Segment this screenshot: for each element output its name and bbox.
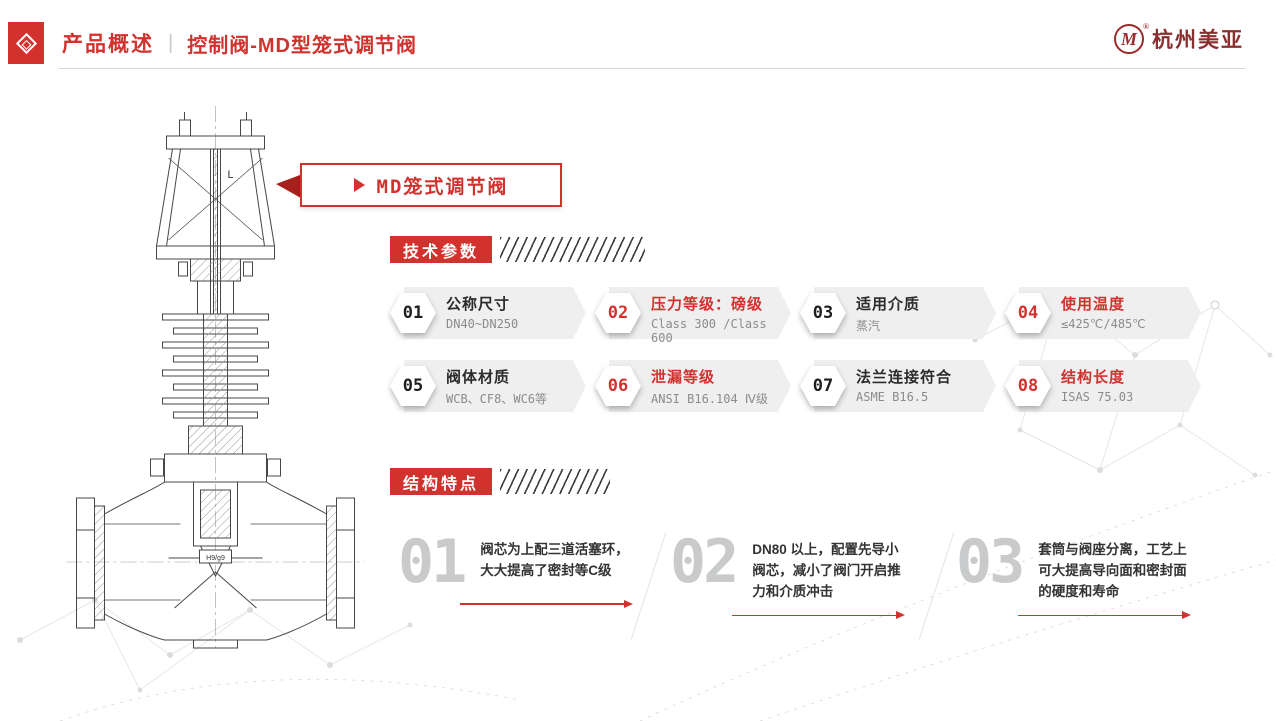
- tech-param-item: 07 法兰连接符合 ASME B16.5: [800, 358, 996, 414]
- registered-mark: ®: [1143, 22, 1149, 31]
- banner-label: MD笼式调节阀: [376, 175, 509, 198]
- feature-item: 03 套筒与阀座分离，工艺上可大提高导向面和密封面的硬度和寿命: [956, 527, 1208, 644]
- tech-params-heading-row: 技术参数: [390, 236, 646, 263]
- hatch-stripes-decor: [500, 237, 646, 262]
- tech-param-item: 01 公称尺寸 DN40~DN250: [390, 285, 586, 341]
- dimension-label: L: [228, 169, 234, 181]
- tech-param-item: 04 使用温度 ≤425℃/485℃: [1005, 285, 1201, 341]
- brand-name: 杭州美亚: [1152, 29, 1244, 52]
- title-separator: |: [168, 31, 174, 54]
- tech-param-item: 08 结构长度 ISAS 75.03: [1005, 358, 1201, 414]
- section-title: 产品概述: [62, 33, 154, 56]
- param-value: ANSI B16.104 Ⅳ级: [651, 392, 768, 406]
- param-number-badge: 02: [595, 293, 641, 333]
- feature-number: 02: [670, 527, 739, 597]
- feature-text: 套筒与阀座分离，工艺上可大提高导向面和密封面的硬度和寿命: [1038, 542, 1187, 599]
- param-number: 01: [390, 293, 436, 333]
- tech-params-heading: 技术参数: [390, 236, 493, 263]
- features-heading-row: 结构特点: [390, 468, 611, 495]
- param-number-badge: 05: [390, 366, 436, 406]
- param-value: ASME B16.5: [856, 390, 929, 404]
- page-title: 控制阀-MD型笼式调节阀: [187, 34, 417, 57]
- param-title: 结构长度: [1061, 369, 1126, 386]
- param-value: 蒸汽: [856, 319, 881, 333]
- param-texts: 公称尺寸 DN40~DN250: [390, 285, 586, 331]
- tech-param-item: 03 适用介质 蒸汽: [800, 285, 996, 341]
- features-heading: 结构特点: [390, 468, 493, 495]
- header-divider: [58, 68, 1246, 69]
- param-number: 02: [595, 293, 641, 333]
- box-icon: [15, 32, 37, 54]
- param-number: 04: [1005, 293, 1051, 333]
- hatch-stripes-decor: [500, 469, 611, 494]
- brand-logo: M ® 杭州美亚: [1114, 22, 1244, 54]
- param-title: 泄漏等级: [651, 369, 716, 386]
- valve-cross-section-drawing: H9/g9 L: [58, 100, 373, 650]
- feature-arrow: [1018, 612, 1191, 619]
- feature-arrow: [732, 612, 905, 619]
- param-title: 使用温度: [1061, 296, 1126, 313]
- param-number: 08: [1005, 366, 1051, 406]
- fit-tolerance-label: H9/g9: [206, 555, 225, 562]
- feature-text: DN80 以上，配置先导小阀芯，减小了阀门开启推力和介质冲击: [752, 542, 901, 599]
- tech-param-item: 06 泄漏等级 ANSI B16.104 Ⅳ级: [595, 358, 791, 414]
- feature-item: 02 DN80 以上，配置先导小阀芯，减小了阀门开启推力和介质冲击: [670, 527, 922, 644]
- feature-text: 阀芯为上配三道活塞环，大大提高了密封等C级: [480, 542, 629, 578]
- feature-arrow: [460, 600, 633, 607]
- play-icon: [353, 178, 365, 192]
- param-number: 07: [800, 366, 846, 406]
- header-titles: 产品概述 | 控制阀-MD型笼式调节阀: [62, 28, 417, 58]
- param-texts: 结构长度 ISAS 75.03: [1005, 358, 1201, 404]
- param-texts: 法兰连接符合 ASME B16.5: [800, 358, 996, 404]
- param-number: 06: [595, 366, 641, 406]
- param-number-badge: 06: [595, 366, 641, 406]
- param-texts: 压力等级：磅级 Class 300 /Class 600: [595, 285, 791, 345]
- feature-number: 01: [398, 527, 467, 597]
- param-number-badge: 08: [1005, 366, 1051, 406]
- brand-logo-icon: M ®: [1114, 22, 1149, 54]
- param-number: 03: [800, 293, 846, 333]
- param-title: 阀体材质: [446, 369, 511, 386]
- tech-params-grid: 01 公称尺寸 DN40~DN250 02 压力等级：磅级 Class 300 …: [390, 285, 1201, 414]
- param-texts: 泄漏等级 ANSI B16.104 Ⅳ级: [595, 358, 791, 407]
- param-title: 压力等级：磅级: [651, 296, 764, 313]
- tech-param-item: 05 阀体材质 WCB、CF8、WC6等: [390, 358, 586, 414]
- param-number-badge: 03: [800, 293, 846, 333]
- param-number-badge: 04: [1005, 293, 1051, 333]
- param-number-badge: 01: [390, 293, 436, 333]
- param-number: 05: [390, 366, 436, 406]
- feature-item: 01 阀芯为上配三道活塞环，大大提高了密封等C级: [398, 527, 636, 644]
- param-title: 法兰连接符合: [856, 369, 953, 386]
- param-texts: 使用温度 ≤425℃/485℃: [1005, 285, 1201, 331]
- banner-body: MD笼式调节阀: [300, 163, 562, 207]
- param-value: DN40~DN250: [446, 317, 519, 331]
- header-accent-block: [8, 22, 44, 64]
- feature-number: 03: [956, 527, 1025, 597]
- param-value: ISAS 75.03: [1061, 390, 1134, 404]
- param-number-badge: 07: [800, 366, 846, 406]
- param-texts: 阀体材质 WCB、CF8、WC6等: [390, 358, 586, 407]
- tech-param-item: 02 压力等级：磅级 Class 300 /Class 600: [595, 285, 791, 345]
- param-value: ≤425℃/485℃: [1061, 317, 1146, 331]
- param-value: Class 300 /Class 600: [651, 317, 767, 345]
- param-title: 公称尺寸: [446, 296, 511, 313]
- brand-logo-letter: M: [1120, 28, 1137, 49]
- param-value: WCB、CF8、WC6等: [446, 392, 548, 406]
- param-title: 适用介质: [856, 296, 921, 313]
- param-texts: 适用介质 蒸汽: [800, 285, 996, 334]
